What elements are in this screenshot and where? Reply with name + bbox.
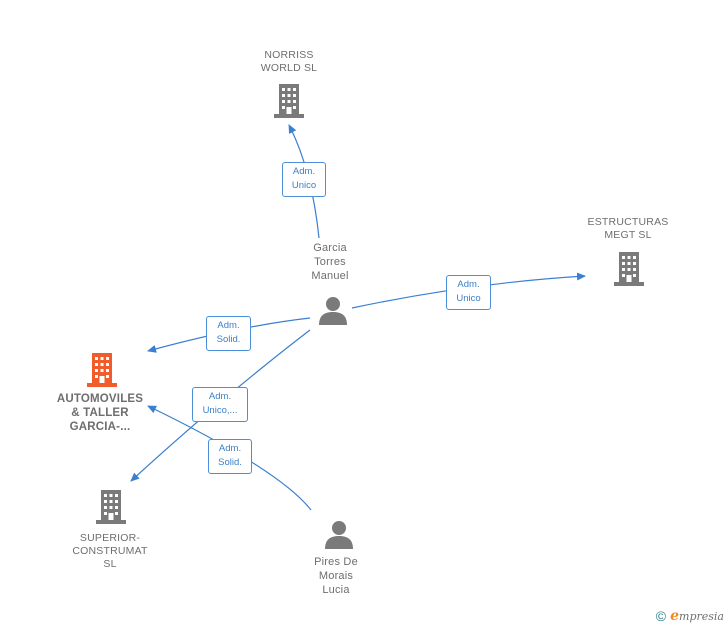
edge-label-line: Adm. [208,391,232,402]
edge-label-garcia-norriss[interactable]: Adm. Unico [282,162,326,197]
node-label-line: WORLD SL [260,62,318,74]
node-label-line: Lucia [322,584,350,596]
node-label-line: CONSTRUMAT [72,545,148,557]
edge-label-pires-automoviles[interactable]: Adm. Solid. [208,439,252,474]
building-icon-focus[interactable] [87,353,117,387]
node-label-line: Morais [318,570,354,582]
edge-label-line: Unico,... [202,405,238,416]
node-label-line: Manuel [311,270,349,282]
building-icon[interactable] [274,84,304,118]
building-icon[interactable] [96,490,126,524]
node-label-line: NORRISS [264,49,314,61]
edge-label-line: Solid. [216,334,241,345]
node-label-line: Torres [314,256,346,268]
edge-label-line: Unico [291,180,317,191]
brand-footer: © empresia [656,608,724,624]
node-label-garcia[interactable]: Garcia Torres Manuel [290,241,370,283]
brand-logo-e: e [670,608,680,624]
edge-label-line: Adm. [217,320,240,331]
edge-label-line: Solid. [218,457,242,468]
node-label-line: SUPERIOR- [79,532,141,544]
person-icon[interactable] [318,296,348,325]
edge-label-line: Unico [456,293,481,304]
building-icon[interactable] [614,252,644,286]
edge-pires-automoviles [147,405,312,511]
edge-label-line: Adm. [457,279,480,290]
node-label-line: MEGT SL [604,229,652,241]
node-label-line: AUTOMOVILES [56,393,144,405]
edge-label-line: Adm. [218,443,242,454]
node-label-line: Pires De [314,556,358,568]
node-label-estructuras[interactable]: ESTRUCTURAS MEGT SL [578,216,678,242]
copyright-symbol: © [655,608,667,624]
node-label-superior[interactable]: SUPERIOR- CONSTRUMAT SL [58,532,162,571]
node-label-line: ESTRUCTURAS [587,216,669,228]
node-label-automoviles[interactable]: AUTOMOVILES & TALLER GARCIA-... [40,392,160,434]
edge-label-garcia-superior[interactable]: Adm. Unico,... [192,387,248,422]
brand-logo: empresia [670,608,724,624]
node-label-line: & TALLER [71,407,129,419]
node-label-line: GARCIA-... [69,421,131,433]
node-label-norriss[interactable]: NORRISS WORLD SL [239,49,339,75]
edge-label-garcia-automoviles[interactable]: Adm. Solid. [206,316,251,351]
node-label-pires[interactable]: Pires De Morais Lucia [296,555,376,597]
edge-label-garcia-estructuras[interactable]: Adm. Unico [446,275,491,310]
node-label-line: Garcia [313,242,347,254]
node-label-line: SL [103,558,117,570]
person-icon[interactable] [324,520,354,549]
edge-label-line: Adm. [292,166,316,177]
brand-logo-rest: mpresia [679,610,724,623]
